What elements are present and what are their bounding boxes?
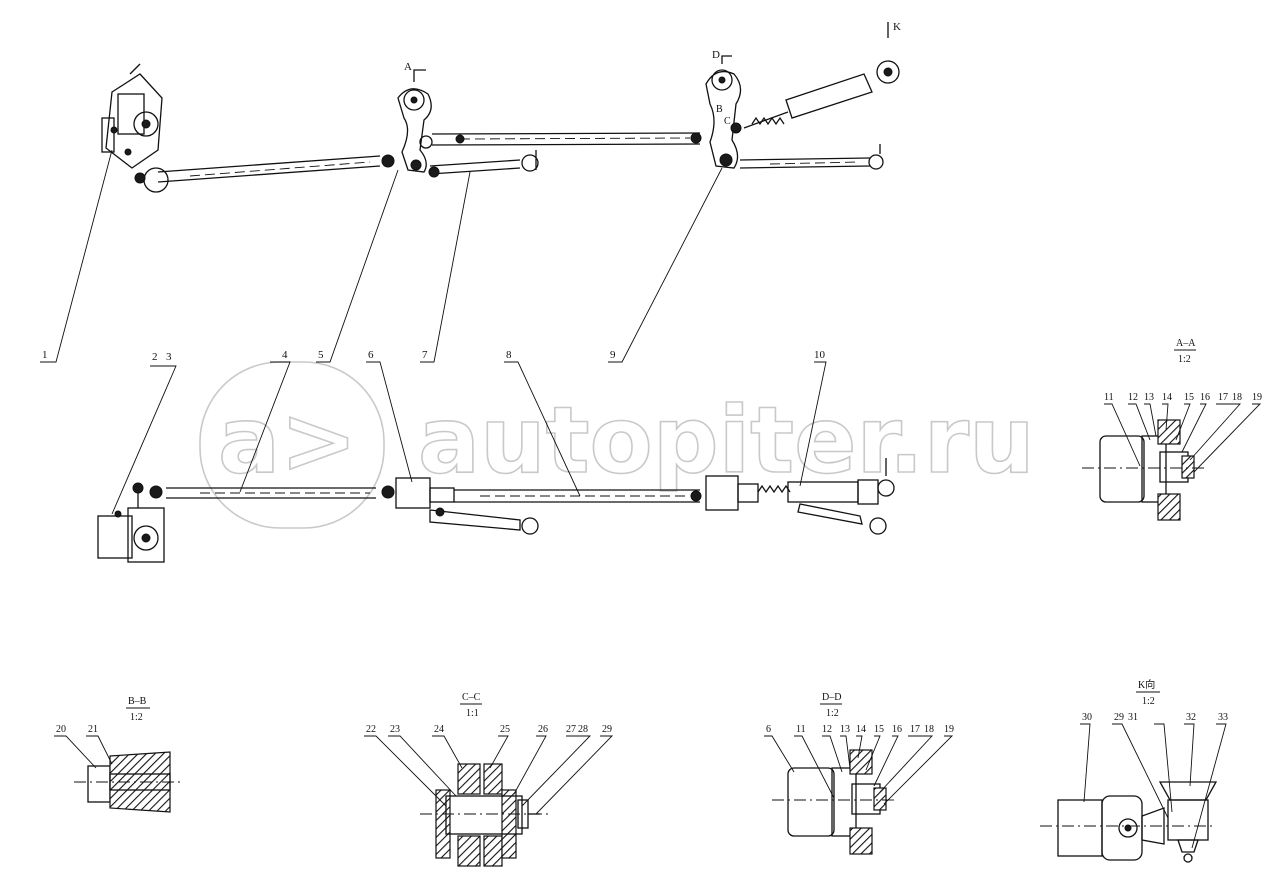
callout-mid-4: 4 (282, 349, 288, 361)
section-aa-leaders (1104, 403, 1262, 473)
bb-callout-20: 20 (56, 724, 66, 735)
callout-top-9: 9 (610, 349, 616, 361)
front-crank-block (395, 477, 539, 535)
view-k: K向 1:2 30 29 31 32 33 (1040, 678, 1228, 863)
view-arrow-a: A (404, 61, 426, 82)
dd-callout-13: 13 (840, 724, 850, 735)
cc-callout-26: 26 (538, 724, 548, 735)
section-bb: B–B 1:2 20 21 (54, 696, 184, 813)
k-callout-30: 30 (1082, 712, 1092, 723)
top-leaders (40, 149, 723, 363)
lower-link-rod (428, 150, 539, 178)
section-dd: D–D 1:2 6 11 12 13 14 15 16 17 18 19 (764, 692, 954, 855)
section-bb-title: B–B (128, 696, 147, 707)
aa-callout-16: 16 (1200, 392, 1210, 403)
aa-callout-18: 18 (1232, 392, 1242, 403)
drag-link-rod (157, 154, 395, 183)
watermark-text: autopiter.ru (418, 387, 1035, 494)
bell-crank-d (705, 69, 742, 169)
aa-callout-17: 17 (1218, 392, 1228, 403)
watermark-logo-frame (199, 361, 385, 529)
dd-callout-6: 6 (766, 724, 771, 735)
callout-mid-2: 2 (152, 351, 158, 363)
dd-callout-16: 16 (892, 724, 902, 735)
aa-callout-14: 14 (1162, 392, 1172, 403)
cc-callout-22: 22 (366, 724, 376, 735)
callout-top-7: 7 (422, 349, 428, 361)
watermark: a> autopiter.ru (199, 361, 1035, 529)
power-cylinder (743, 60, 900, 129)
steering-gear-box (101, 63, 169, 193)
bell-crank-a (397, 88, 433, 173)
svg-text:K: K (893, 21, 901, 33)
view-k-leaders (1080, 723, 1227, 849)
cc-callout-28: 28 (578, 724, 588, 735)
dd-callout-18: 18 (924, 724, 934, 735)
cc-callout-29: 29 (602, 724, 612, 735)
view-arrow-d: D (712, 49, 732, 64)
front-gear-box (97, 482, 165, 563)
cc-callout-24: 24 (434, 724, 444, 735)
k-callout-32: 32 (1186, 712, 1196, 723)
front-view: 2 3 4 6 8 10 (97, 349, 895, 563)
section-aa: A–A 1:2 11 12 13 14 15 16 17 18 19 (1082, 338, 1262, 521)
dd-callout-12: 12 (822, 724, 832, 735)
top-isometric-view: K A D B C 1 5 7 9 (40, 21, 901, 363)
callout-mid-8: 8 (506, 349, 512, 361)
dd-callout-11: 11 (796, 724, 806, 735)
view-k-title: K向 (1138, 678, 1155, 691)
right-tie-rod (739, 144, 884, 170)
aa-callout-19: 19 (1252, 392, 1262, 403)
callout-mid-6: 6 (368, 349, 374, 361)
section-cc-title: C–C (462, 692, 481, 703)
callout-top-5: 5 (318, 349, 324, 361)
view-k-scale: 1:2 (1142, 696, 1155, 707)
aa-callout-15: 15 (1184, 392, 1194, 403)
cc-callout-23: 23 (390, 724, 400, 735)
section-cc: C–C 1:1 22 23 24 25 26 27 28 29 (364, 692, 614, 867)
section-aa-title: A–A (1176, 338, 1196, 349)
section-cc-leaders (364, 735, 614, 815)
section-cc-scale: 1:1 (466, 708, 479, 719)
view-arrow-k: K (887, 21, 901, 38)
aa-callout-12: 12 (1128, 392, 1138, 403)
dd-callout-14: 14 (856, 724, 866, 735)
cc-callout-27: 27 (566, 724, 576, 735)
aa-callout-13: 13 (1144, 392, 1154, 403)
section-bb-scale: 1:2 (130, 712, 143, 723)
section-mark-b: B (716, 104, 723, 115)
k-callout-29: 29 (1114, 712, 1124, 723)
callout-mid-3: 3 (166, 351, 172, 363)
center-tie-rod (431, 132, 702, 146)
k-callout-31: 31 (1128, 712, 1138, 723)
section-aa-scale: 1:2 (1178, 354, 1191, 365)
dd-callout-17: 17 (910, 724, 920, 735)
front-right-crank (705, 458, 895, 535)
callout-top-1: 1 (42, 349, 48, 361)
dd-callout-19: 19 (944, 724, 954, 735)
k-callout-33: 33 (1218, 712, 1228, 723)
section-dd-leaders (764, 735, 954, 805)
aa-callout-11: 11 (1104, 392, 1114, 403)
bb-callout-21: 21 (88, 724, 98, 735)
dd-callout-15: 15 (874, 724, 884, 735)
svg-text:A: A (404, 61, 412, 73)
section-dd-title: D–D (822, 692, 841, 703)
front-drag-link (149, 485, 395, 499)
svg-text:D: D (712, 49, 720, 61)
middle-leaders (111, 361, 827, 515)
section-mark-c: C (724, 116, 731, 127)
callout-mid-10: 10 (814, 349, 826, 361)
watermark-symbol: a> (218, 387, 357, 494)
cc-callout-25: 25 (500, 724, 510, 735)
section-dd-scale: 1:2 (826, 708, 839, 719)
